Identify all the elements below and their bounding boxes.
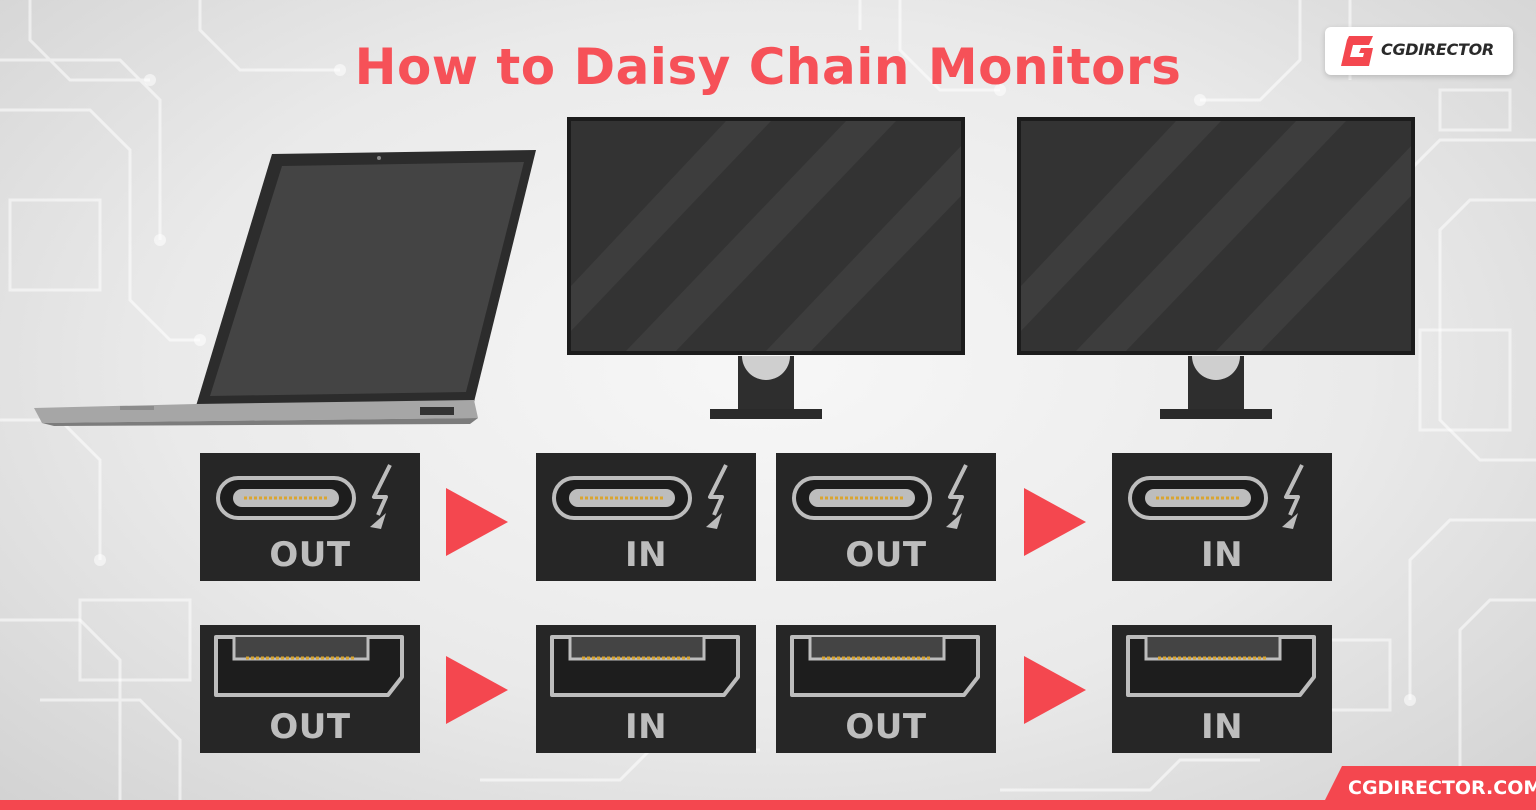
- usb-c-port-monitor1-out: OUT: [776, 453, 996, 581]
- usb-c-port-monitor2-in: IN: [1112, 453, 1332, 581]
- port-label: OUT: [845, 535, 927, 575]
- port-label: IN: [624, 535, 668, 575]
- laptop-icon: [34, 150, 536, 426]
- displayport-port-icon: [790, 635, 980, 697]
- footer-site-link[interactable]: CGDIRECTOR.COM: [1348, 777, 1536, 799]
- cgdirector-logo[interactable]: CGDIRECTOR: [1325, 27, 1513, 75]
- usb-c-port-icon: [216, 476, 356, 520]
- thunderbolt-icon: [372, 464, 392, 516]
- thunderbolt-icon: [948, 464, 968, 516]
- logo-mark-icon: [1341, 36, 1373, 66]
- displayport-port-icon: [1126, 635, 1316, 697]
- port-label: OUT: [269, 535, 351, 575]
- usb-c-port-laptop-out: OUT: [200, 453, 420, 581]
- port-label: OUT: [269, 707, 351, 747]
- arrow-right-icon: [446, 656, 508, 724]
- usb-c-port-icon: [1128, 476, 1268, 520]
- port-label: IN: [1200, 707, 1244, 747]
- monitor-2-icon: [1017, 117, 1415, 419]
- displayport-port-icon: [214, 635, 404, 697]
- thunderbolt-icon: [708, 464, 728, 516]
- displayport-monitor1-out: OUT: [776, 625, 996, 753]
- usb-c-port-monitor1-in: IN: [536, 453, 756, 581]
- displayport-monitor1-in: IN: [536, 625, 756, 753]
- footer-badge[interactable]: CGDIRECTOR.COM: [1320, 766, 1536, 810]
- usb-c-port-icon: [552, 476, 692, 520]
- displayport-port-icon: [550, 635, 740, 697]
- page-title: How to Daisy Chain Monitors: [354, 38, 1182, 96]
- port-label: OUT: [845, 707, 927, 747]
- monitor-1-icon: [567, 117, 965, 419]
- logo-text: CGDIRECTOR: [1381, 40, 1494, 59]
- displayport-monitor2-in: IN: [1112, 625, 1332, 753]
- arrow-right-icon: [1024, 656, 1086, 724]
- arrow-right-icon: [1024, 488, 1086, 556]
- thunderbolt-icon: [1284, 464, 1304, 516]
- port-label: IN: [1200, 535, 1244, 575]
- usb-c-port-icon: [792, 476, 932, 520]
- port-label: IN: [624, 707, 668, 747]
- displayport-laptop-out: OUT: [200, 625, 420, 753]
- footer-bar: [0, 800, 1536, 810]
- arrow-right-icon: [446, 488, 508, 556]
